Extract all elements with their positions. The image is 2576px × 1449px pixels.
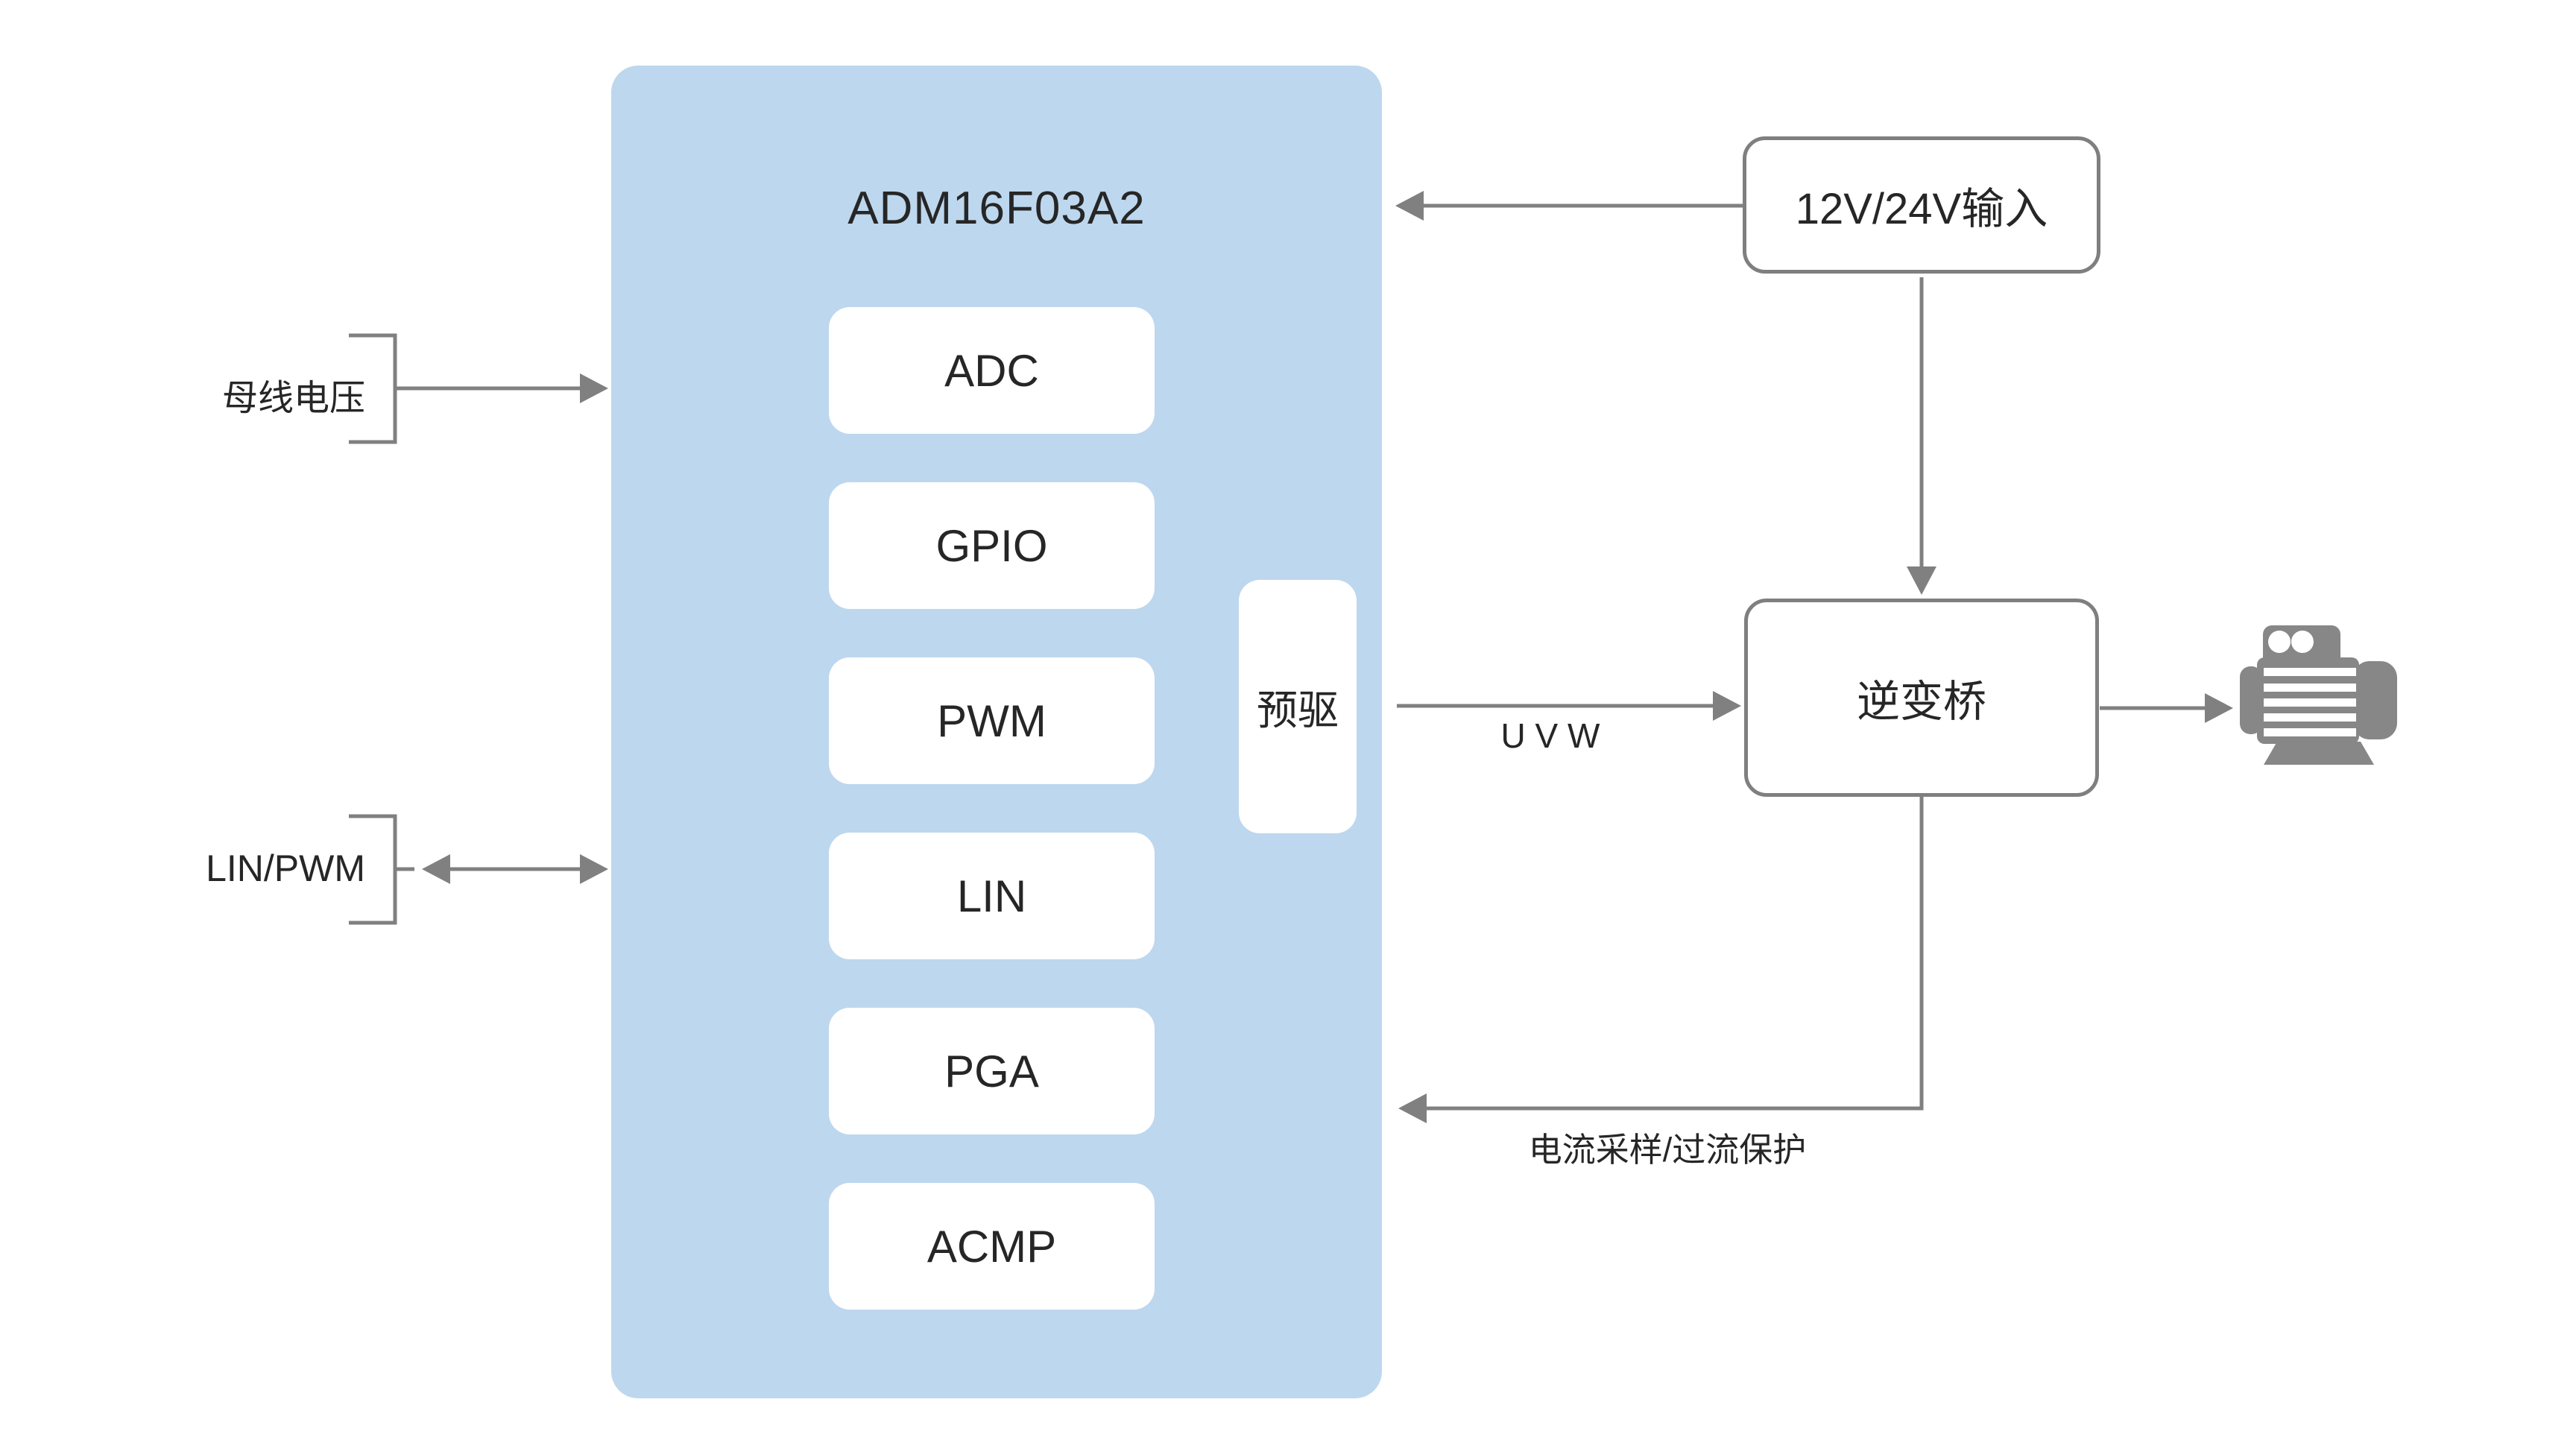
- power-input-box: 12V/24V输入: [1743, 136, 2100, 274]
- bus-voltage-label: 母线电压: [221, 379, 365, 418]
- uvw-label: U V W: [1500, 716, 1600, 755]
- chip-block-gpio: GPIO: [829, 482, 1155, 609]
- chip-title: ADM16F03A2: [847, 183, 1146, 234]
- arrow-current-feedback: [1398, 797, 1924, 1123]
- chip-block-pwm: PWM: [829, 657, 1155, 784]
- lin-pwm-label: LIN/PWM: [206, 847, 365, 889]
- arrow-predriver-to-inverter: [1397, 691, 1741, 721]
- arrow-lin-pwm: [395, 854, 608, 884]
- predriver-block: 预驱: [1239, 580, 1357, 833]
- inverter-bridge-box: 逆变桥: [1744, 599, 2099, 797]
- chip-block-acmp: ACMP: [829, 1183, 1155, 1310]
- arrow-power-to-chip: [1395, 191, 1743, 221]
- arrow-bus-voltage: [395, 373, 608, 403]
- motor-icon: [2240, 625, 2397, 765]
- arrow-power-to-inverter: [1907, 277, 1936, 595]
- current-sense-label: 电流采样/过流保护: [1528, 1131, 1807, 1169]
- arrow-inverter-to-motor: [2100, 693, 2233, 723]
- chip-block-lin: LIN: [829, 833, 1155, 959]
- chip-block-adc: ADC: [829, 307, 1155, 434]
- chip-block-pga: PGA: [829, 1008, 1155, 1134]
